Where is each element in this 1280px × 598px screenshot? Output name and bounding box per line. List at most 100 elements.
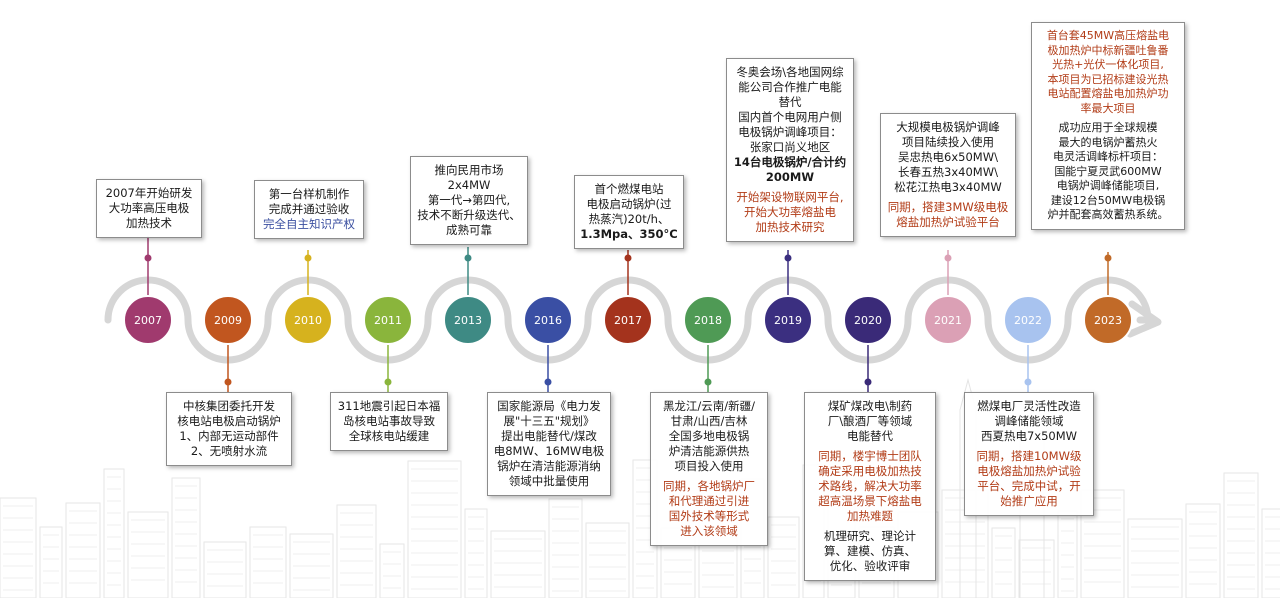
year-circle-2020 bbox=[843, 295, 893, 345]
event-2019-line: 国内首个电网用户侧 bbox=[738, 110, 842, 124]
skyline-building bbox=[1127, 518, 1183, 598]
year-label-2016: 2016 bbox=[534, 314, 562, 327]
year-label-2017: 2017 bbox=[614, 314, 642, 327]
event-2013-line: 第一代→第四代, bbox=[427, 193, 511, 207]
skyline-building bbox=[65, 502, 101, 598]
year-circle-2007 bbox=[123, 295, 173, 345]
event-2021-line: 松花江热电3x40MW bbox=[894, 180, 1002, 194]
event-2020-line: 煤矿煤改电\制药 bbox=[827, 399, 913, 413]
connector-dot-2017 bbox=[624, 254, 632, 262]
connector-dot-2018 bbox=[704, 378, 712, 386]
event-2007-line: 大功率高压电极 bbox=[108, 201, 190, 215]
event-2022-red-line: 平台、完成中试，开 bbox=[977, 479, 1081, 493]
connector-dot-2009 bbox=[224, 378, 232, 386]
event-2007-line: 加热技术 bbox=[126, 216, 172, 230]
event-2013-line: 推向民用市场 bbox=[434, 163, 504, 177]
event-2013-line: 技术不断升级迭代、 bbox=[417, 208, 521, 222]
year-label-2013: 2013 bbox=[454, 314, 482, 327]
skyline-building bbox=[767, 516, 800, 598]
skyline-building bbox=[103, 468, 125, 598]
event-2017-line: 热蒸汽)20t/h、 bbox=[588, 212, 670, 226]
event-2020-extra-line: 优化、验收评审 bbox=[829, 559, 911, 573]
event-2017-line: 首个燃煤电站 bbox=[594, 182, 664, 196]
skyline-building bbox=[1080, 489, 1125, 598]
event-2022-line: 调峰储能领域 bbox=[994, 414, 1064, 428]
event-2020-red-line: 同期，楼宇博士团队 bbox=[818, 449, 922, 463]
connector-dot-2023 bbox=[1104, 254, 1112, 262]
connector-dot-2011 bbox=[384, 378, 392, 386]
event-2010-line: 完成并通过验收 bbox=[268, 202, 350, 216]
event-2016-line: 电8MW、16MW电极 bbox=[493, 444, 605, 458]
event-2009-line: 中核集团委托开发 bbox=[183, 399, 275, 413]
connector-dot-2016 bbox=[544, 378, 552, 386]
year-label-2018: 2018 bbox=[694, 314, 722, 327]
event-2023-line: 成功应用于全球规模 bbox=[1058, 121, 1158, 134]
event-2022-red-line: 同期，搭建10MW级 bbox=[976, 449, 1082, 463]
event-2023-red-line: 光热+光伏一体化项目, bbox=[1052, 58, 1164, 71]
year-circle-2009 bbox=[203, 295, 253, 345]
timeline-arrowhead bbox=[1126, 300, 1162, 338]
skyline-building bbox=[585, 522, 630, 598]
event-2020-line: 电能替代 bbox=[847, 429, 893, 443]
event-2019-red-line: 加热技术研究 bbox=[755, 220, 825, 234]
event-2021-line: 长春五热3x40MW\ bbox=[898, 165, 998, 179]
event-2016-line: 国家能源局《电力发 bbox=[497, 399, 601, 413]
event-2018-red-line: 和代理通过引进 bbox=[668, 494, 750, 508]
event-2018-red-line: 国外技术等形式 bbox=[668, 509, 750, 523]
year-circle-2019 bbox=[763, 295, 813, 345]
event-2016-line: 锅炉在清洁能源消纳 bbox=[497, 459, 601, 473]
event-2011-line: 全球核电站缓建 bbox=[348, 429, 430, 443]
skyline-building bbox=[1018, 539, 1055, 598]
skyline-building bbox=[289, 533, 334, 598]
event-2022-red-line: 始推广应用 bbox=[1000, 494, 1058, 508]
event-2013-line: 成熟可靠 bbox=[446, 223, 492, 237]
event-2018-line: 黑龙江/云南/新疆/ bbox=[662, 399, 756, 413]
connector-dot-2021 bbox=[944, 254, 952, 262]
event-2010-line: 第一台样机制作 bbox=[268, 187, 350, 201]
event-2023-line: 国能宁夏灵武600MW bbox=[1054, 164, 1162, 178]
event-box-2007: 2007年开始研发 大功率高压电极 加热技术 bbox=[96, 179, 202, 238]
event-2011-line: 311地震引起日本福 bbox=[337, 399, 441, 413]
year-circle-2018 bbox=[683, 295, 733, 345]
event-2011-line: 岛核电站事故导致 bbox=[343, 414, 435, 428]
event-2016-line: 提出电能替代/煤改 bbox=[501, 429, 597, 443]
skyline-building bbox=[171, 477, 201, 598]
year-label-2011: 2011 bbox=[374, 314, 402, 327]
event-2020-extra-line: 算、建模、仿真、 bbox=[824, 544, 916, 558]
connector-dot-2022 bbox=[1024, 378, 1032, 386]
skyline-building bbox=[203, 541, 247, 598]
skyline-building bbox=[1185, 503, 1221, 598]
skyline-building bbox=[490, 530, 546, 598]
event-2019-bold-line: 14台电极锅炉/合计约 bbox=[733, 155, 847, 169]
event-box-2020: 煤矿煤改电\制药 厂\酿酒厂等领域 电能替代 同期，楼宇博士团队 确定采用电极加… bbox=[804, 392, 936, 581]
event-box-2021: 大规模电极锅炉调峰 项目陆续投入使用 吴忠热电6x50MW\ 长春五热3x40M… bbox=[880, 113, 1016, 237]
event-2009-line: 2、无喷射水流 bbox=[190, 444, 268, 458]
year-circle-2017 bbox=[603, 295, 653, 345]
year-circle-2023 bbox=[1083, 295, 1133, 345]
event-2018-line: 炉清洁能源供热 bbox=[668, 444, 750, 458]
event-2023-line: 建设12台50MW电极锅 bbox=[1050, 193, 1166, 207]
event-2020-red-line: 超高温场景下熔盐电 bbox=[818, 494, 922, 508]
year-label-2021: 2021 bbox=[934, 314, 962, 327]
event-box-2016: 国家能源局《电力发 展"十三五"规划》 提出电能替代/煤改 电8MW、16MW电… bbox=[487, 392, 611, 496]
event-2021-line: 大规模电极锅炉调峰 bbox=[896, 120, 1000, 134]
event-2022-red-line: 电极熔盐加热炉试验 bbox=[977, 464, 1081, 478]
connector-dot-2013 bbox=[464, 254, 472, 262]
connector-dot-2019 bbox=[784, 254, 792, 262]
year-label-2007: 2007 bbox=[134, 314, 162, 327]
event-2019-line: 张家口尚义地区 bbox=[749, 140, 831, 154]
event-2023-red-line: 首台套45MW高压熔盐电 bbox=[1046, 29, 1170, 42]
event-box-2019: 冬奥会场\各地国网综 能公司合作推广电能 替代 国内首个电网用户侧 电极锅炉调峰… bbox=[726, 58, 854, 242]
event-2021-line: 项目陆续投入使用 bbox=[902, 135, 994, 149]
event-2019-line: 电极锅炉调峰项目： bbox=[738, 125, 842, 139]
year-circle-2010 bbox=[283, 295, 333, 345]
year-label-2020: 2020 bbox=[854, 314, 882, 327]
event-2016-line: 展"十三五"规划》 bbox=[503, 414, 595, 428]
event-2023-red-line: 本项目为已招标建设光热 bbox=[1047, 72, 1169, 86]
year-label-2022: 2022 bbox=[1014, 314, 1042, 327]
event-2019-red-line: 开始大功率熔盐电 bbox=[744, 205, 836, 219]
event-box-2013: 推向民用市场 2x4MW 第一代→第四代, 技术不断升级迭代、 成熟可靠 bbox=[410, 156, 528, 245]
event-2017-line: 电极启动锅炉(过 bbox=[586, 197, 672, 211]
event-box-2022: 燃煤电厂灵活性改造 调峰储能领域 西夏热电7x50MW 同期，搭建10MW级 电… bbox=[964, 392, 1094, 516]
